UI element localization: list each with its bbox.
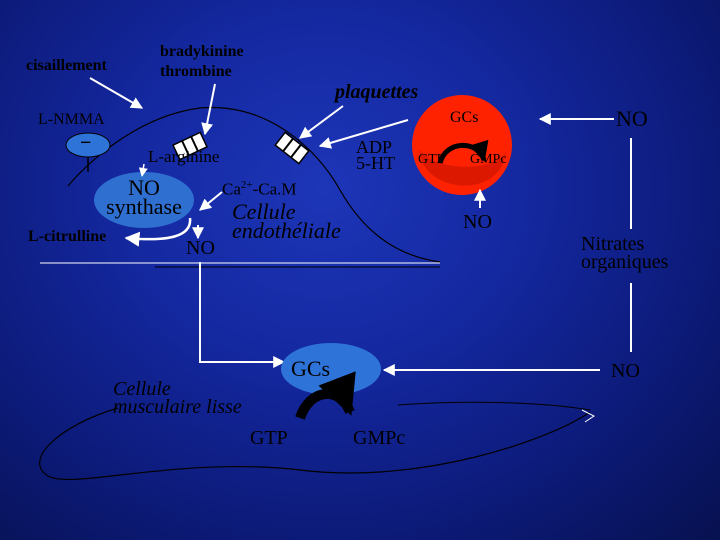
label-cellule-endo-line1: Cellule [232, 199, 296, 224]
receptor-bradykinine [172, 131, 208, 161]
no-synthase-enzyme [94, 172, 194, 228]
label-cellule-endotheliale: Cellule endothéliale [232, 199, 341, 244]
label-cellule-musculaire: Cellule musculaire lisse [113, 378, 242, 418]
arrow-cisaillement [89, 77, 144, 109]
label-lcitrulline: L-citrulline [28, 228, 107, 245]
label-adp: ADP [356, 137, 393, 157]
label-gmpc-muscle: GMPc [353, 427, 406, 449]
label-cellule-endo-line2: endothéliale [232, 218, 341, 244]
label-ca-cam-suffix: -Ca.M [252, 179, 297, 199]
label-no-top-right: NO [616, 106, 648, 131]
endothelial-cell-outline [67, 106, 441, 263]
label-gtp-platelet: GTP [418, 152, 445, 167]
platelet-gtp-gmpc-arrow [437, 139, 489, 164]
arrow-bradykinine [201, 83, 216, 136]
label-cellule-muscle-line2: musculaire lisse [113, 395, 242, 418]
gcs-muscle-enzyme [281, 343, 381, 395]
label-gtp-muscle: GTP [250, 427, 288, 449]
label-cisaillement: cisaillement [26, 57, 107, 74]
label-no-synthase: NO synthase [94, 175, 194, 220]
label-plaquettes: plaquettes [335, 81, 419, 103]
label-lnmma: L-NMMA [38, 111, 105, 128]
arrow-lcitrulline [124, 217, 192, 247]
label-nitrates-line2: organiques [581, 250, 669, 273]
label-gcs-platelet: GCs [450, 109, 479, 126]
label-no-synthase-line2: synthase [106, 194, 182, 220]
label-no-platelet: NO [463, 211, 492, 233]
arrow-no-to-muscle [199, 262, 286, 368]
label-5ht: 5-HT [356, 153, 395, 173]
muscle-cell-outline [39, 407, 591, 481]
label-ca-cam-sup: 2+ [240, 179, 253, 191]
label-nitrates-line1: Nitrates [581, 233, 645, 255]
label-gcs-muscle: GCs [291, 356, 331, 381]
label-no-synthase-line1: NO [128, 175, 160, 200]
receptor-plaquettes [274, 131, 310, 165]
arrow-plaquettes [299, 105, 344, 139]
label-nitrates-organiques: Nitrates organiques [581, 233, 669, 273]
label-inhibition-sign: − [80, 132, 92, 154]
muscle-cell-outline-top [397, 401, 591, 411]
arrow-larginine [138, 163, 148, 177]
label-cellule-muscle-line1: Cellule [113, 378, 171, 400]
label-gmpc-platelet: GMPc [470, 152, 507, 167]
platelet-cell-inner [420, 150, 506, 186]
label-thrombine: thrombine [160, 63, 232, 80]
muscle-receptor-mark [581, 409, 595, 423]
muscle-gtp-gmpc-arrow [295, 371, 356, 420]
label-no-endo: NO [186, 237, 215, 259]
arrow-ca-cam [199, 191, 223, 211]
label-ca-cam-prefix: Ca [222, 179, 241, 199]
label-no-right-mid: NO [611, 360, 640, 382]
label-ca-cam: Ca2+-Ca.M [222, 180, 297, 198]
label-bradykinine: bradykinine [160, 43, 244, 60]
label-larginine: L-arginine [148, 147, 220, 166]
arrow-adp-5ht [318, 119, 409, 149]
